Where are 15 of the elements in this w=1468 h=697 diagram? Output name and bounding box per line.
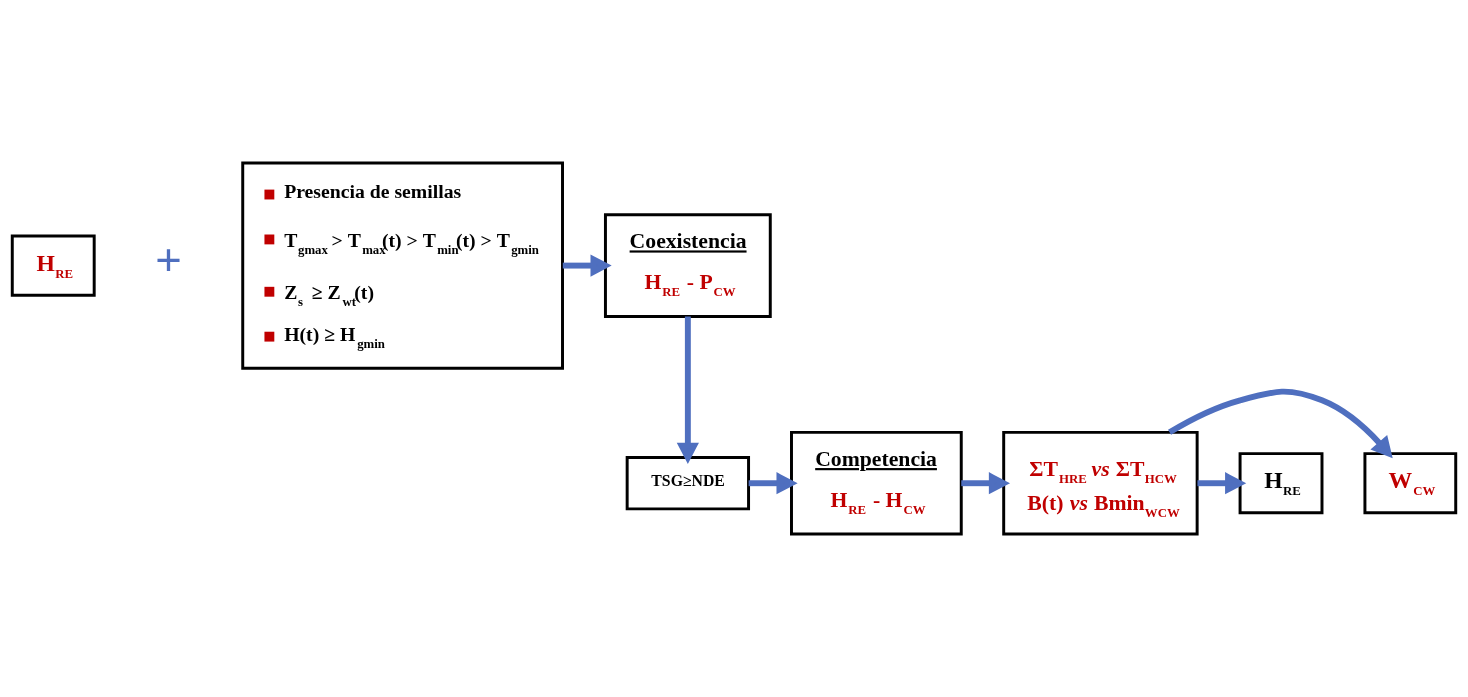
arrow [562,254,612,277]
node-box: Presencia de semillas T$_{gmax}$ > T$_{max}$(t) > T$_{min}$(t) > T$_{gmin}$ Z$_{s}$ ≥ Z$_{wt}$(t) H(t) ≥ H$_{gmin}$ [241,161,564,370]
arrow [1168,388,1393,459]
node-box: W$_{CW}$ [1363,452,1458,515]
arrow [1197,472,1247,495]
label: + [154,234,182,287]
node-box: ΣT$_{HRE}$ vs ΣT$_{HCW}$ B(t) vs Bmin$_{WCW}$ [1002,430,1199,536]
arrow [676,316,699,464]
node-box: Coexistencia H$_{RE}$ - P$_{CW}$ [603,213,772,318]
node-box: Competencia H$_{RE}$ - H$_{CW}$ [790,430,963,536]
arrow [961,472,1011,495]
node-box: H$_{RE}$ [1238,452,1324,515]
node-box: TSG≥NDE [625,456,751,511]
arrow [748,472,798,495]
node-box: H$_{RE}$ [10,234,96,297]
